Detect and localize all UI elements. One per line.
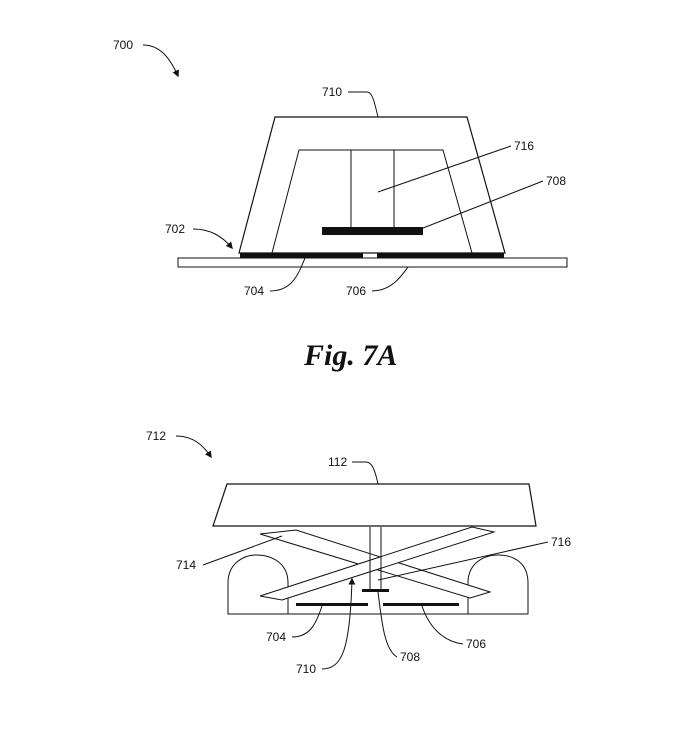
left-dome — [227, 554, 289, 615]
figure-caption: Fig. 7A — [303, 339, 397, 372]
label-702: 702 — [165, 222, 185, 236]
label-716: 716 — [514, 139, 534, 153]
label-708-b: 708 — [400, 650, 420, 664]
label-716-b: 716 — [551, 535, 571, 549]
figure-7b: 712 112 714 716 704 710 708 — [146, 429, 571, 676]
label-700: 700 — [113, 38, 133, 52]
right-trace — [377, 253, 504, 258]
keycap-b — [212, 483, 537, 527]
leader-716 — [377, 145, 512, 193]
leader-706 — [371, 266, 409, 292]
arrow-710-b — [321, 577, 356, 670]
arrow-702 — [192, 228, 233, 250]
right-trace-b — [383, 603, 459, 606]
right-dome — [467, 554, 529, 615]
label-704: 704 — [244, 284, 264, 298]
label-710: 710 — [322, 85, 342, 99]
left-trace — [240, 253, 363, 258]
arrow-700 — [142, 44, 179, 78]
label-712: 712 — [146, 429, 166, 443]
arrow-712 — [175, 435, 212, 459]
label-112: 112 — [328, 455, 347, 469]
label-704-b: 704 — [266, 630, 286, 644]
leader-706-b — [421, 605, 464, 645]
left-trace-b — [296, 603, 368, 606]
contact-plate-b — [362, 589, 389, 592]
leader-708-b — [377, 591, 398, 658]
figure-7a: 700 710 716 708 702 704 706 Fig. 7A — [113, 38, 568, 372]
keycap-inner — [271, 149, 473, 254]
contact-plate — [322, 227, 423, 235]
label-708: 708 — [546, 174, 566, 188]
label-710-b: 710 — [296, 662, 316, 676]
label-706: 706 — [346, 284, 366, 298]
leader-708 — [417, 180, 544, 231]
scissor-mechanism — [259, 526, 496, 601]
leader-704 — [269, 257, 306, 292]
label-706-b: 706 — [466, 637, 486, 651]
leader-716-b — [377, 541, 549, 581]
label-714: 714 — [176, 558, 196, 572]
keycap-outer — [238, 116, 506, 254]
leader-704-b — [291, 605, 323, 638]
scissor-arm-b — [259, 526, 496, 601]
leader-710 — [348, 91, 379, 118]
leader-714 — [202, 535, 283, 566]
base-plate — [177, 257, 568, 268]
leader-112 — [352, 461, 379, 485]
